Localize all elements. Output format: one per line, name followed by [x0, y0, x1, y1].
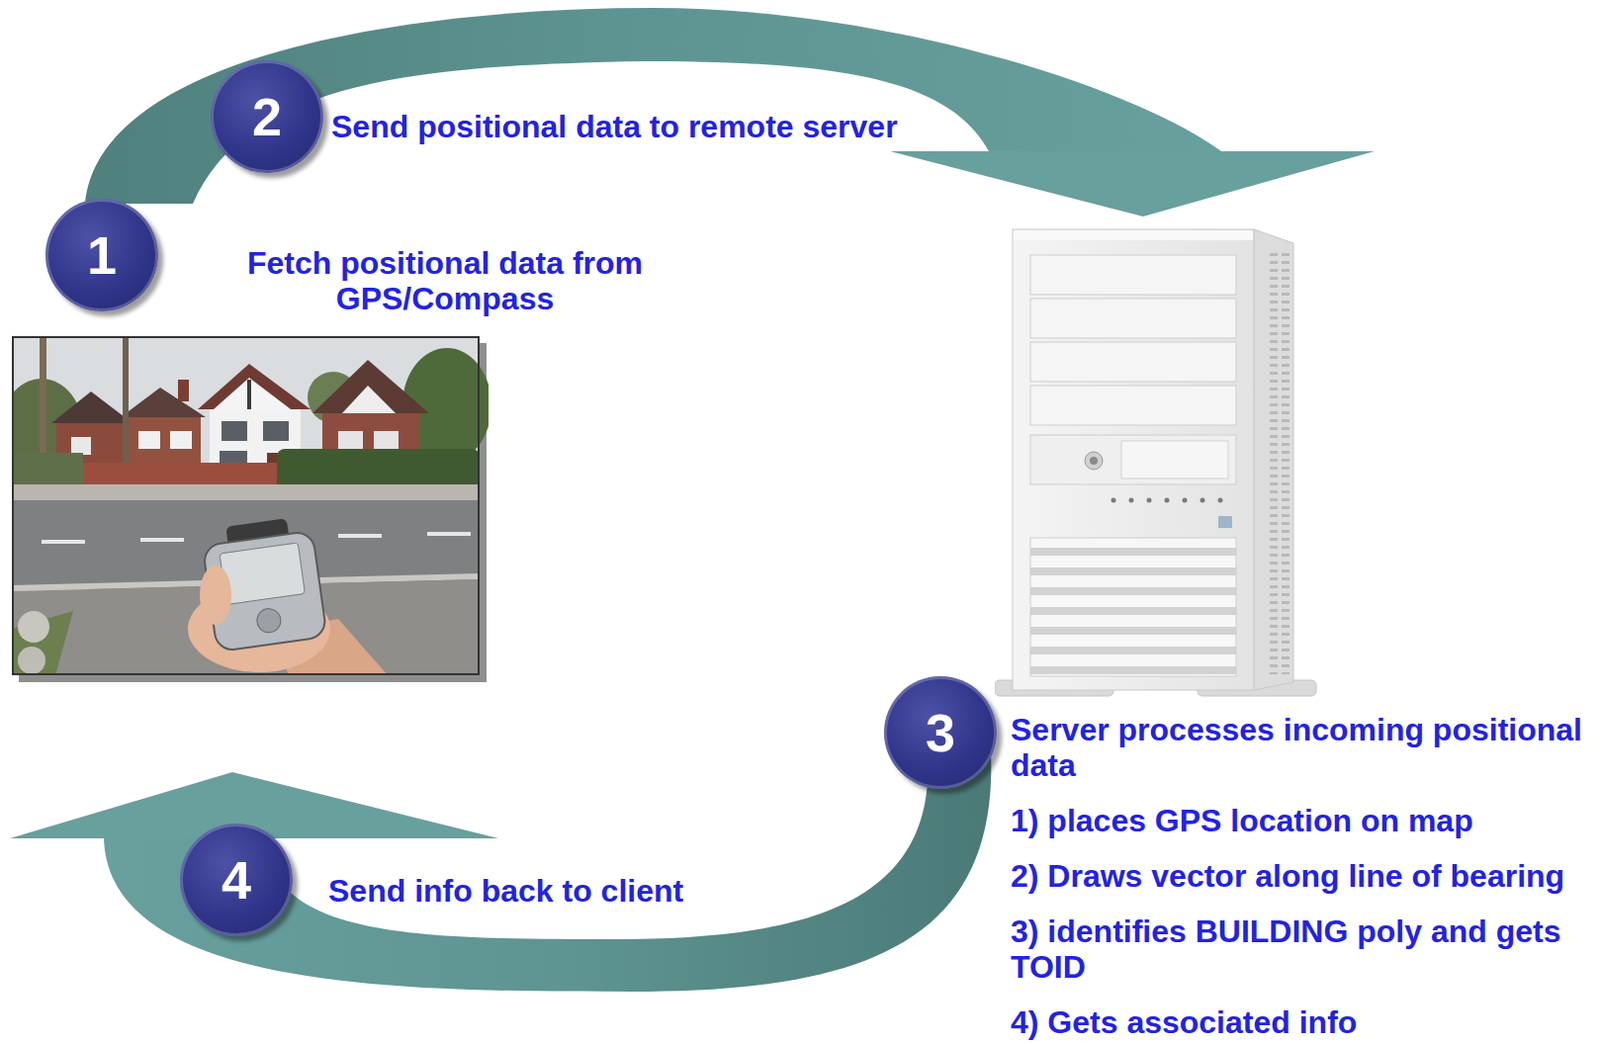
- step-number: 4: [221, 850, 252, 910]
- small-bay: [1121, 441, 1229, 479]
- led: [1182, 498, 1188, 504]
- step-circle: 4: [179, 823, 293, 937]
- road-marking: [41, 539, 86, 544]
- stone-ball: [17, 646, 46, 675]
- step-label: Send positional data to remote server: [331, 108, 898, 145]
- street-photo: [11, 336, 489, 685]
- front-grille: [1030, 537, 1237, 677]
- pavement: [11, 484, 480, 503]
- arrow-head: [889, 151, 1375, 217]
- led: [1164, 498, 1170, 504]
- led: [1147, 498, 1153, 504]
- flow-arrow: [85, 7, 1375, 217]
- step-text: Send info back to client: [328, 873, 684, 909]
- server-tower: [994, 219, 1322, 714]
- top-strip: [1013, 230, 1253, 241]
- pda-button: [255, 607, 282, 634]
- list-item: 1) places GPS location on map: [1010, 802, 1589, 839]
- step-text: Send positional data to remote server: [331, 108, 898, 145]
- flow-arrow: [9, 751, 991, 992]
- road-marking: [427, 532, 471, 536]
- step-text: Server processes incoming positional dat…: [1010, 711, 1589, 1041]
- window: [138, 431, 161, 449]
- window: [221, 421, 248, 442]
- brick-wall: [81, 462, 279, 487]
- pda-screen: [219, 542, 305, 606]
- roof: [197, 363, 311, 410]
- step-number: 2: [252, 87, 282, 147]
- road-marking: [140, 537, 184, 542]
- front-face: [1012, 229, 1254, 691]
- step-region: 3 Server processes incoming positional da…: [880, 219, 1600, 1044]
- step-group: 2 Send positional data to remote server: [210, 60, 898, 174]
- road-marking: [338, 533, 382, 538]
- list-item: 4) Gets associated info: [1010, 1004, 1589, 1041]
- stone-ball: [17, 611, 50, 643]
- power-button-core: [1089, 456, 1098, 465]
- roof: [312, 359, 430, 414]
- step-region: 1 Fetch positional data from GPS/Compass: [9, 198, 653, 769]
- arrow-band: [85, 7, 267, 204]
- grass: [11, 611, 74, 676]
- led: [1218, 498, 1224, 504]
- roof: [51, 391, 133, 424]
- window: [170, 431, 192, 449]
- roof: [120, 387, 206, 418]
- logo-badge: [1218, 516, 1233, 529]
- led: [1129, 498, 1135, 504]
- step-number: 3: [925, 703, 956, 763]
- window: [71, 437, 91, 455]
- timber: [247, 379, 252, 410]
- drive-bay: [1030, 255, 1237, 295]
- step-circle: 2: [210, 60, 324, 174]
- step-circle: 1: [45, 198, 159, 312]
- list-item: 3) identifies BUILDING poly and gets TOI…: [1010, 913, 1589, 985]
- drive-bay: [1030, 298, 1237, 339]
- step-number: 1: [87, 225, 117, 285]
- list-item: 2) Draws vector along line of bearing: [1010, 858, 1589, 894]
- step-group: 4 Send info back to client: [179, 823, 684, 937]
- window: [338, 431, 363, 451]
- step-circle: 3: [884, 676, 997, 790]
- step-label: Send info back to client: [328, 873, 684, 909]
- window: [263, 421, 289, 442]
- side-vents: [1265, 251, 1290, 675]
- thumb: [199, 565, 232, 625]
- step-label: Server processes incoming positional dat…: [1010, 711, 1589, 784]
- gable: [342, 385, 396, 414]
- led: [1200, 498, 1206, 504]
- photo-frame: [12, 337, 479, 675]
- window: [373, 431, 399, 451]
- side-panel: [1253, 229, 1294, 691]
- power-button: [1084, 451, 1103, 470]
- chimney: [177, 379, 189, 402]
- step-text: Fetch positional data from GPS/Compass: [237, 245, 653, 317]
- control-panel: [1030, 435, 1237, 485]
- gable: [213, 377, 291, 410]
- step-label: Fetch positional data from GPS/Compass: [237, 245, 653, 317]
- drive-bay: [1030, 342, 1237, 382]
- led: [1111, 498, 1117, 504]
- drive-bay: [1030, 385, 1237, 426]
